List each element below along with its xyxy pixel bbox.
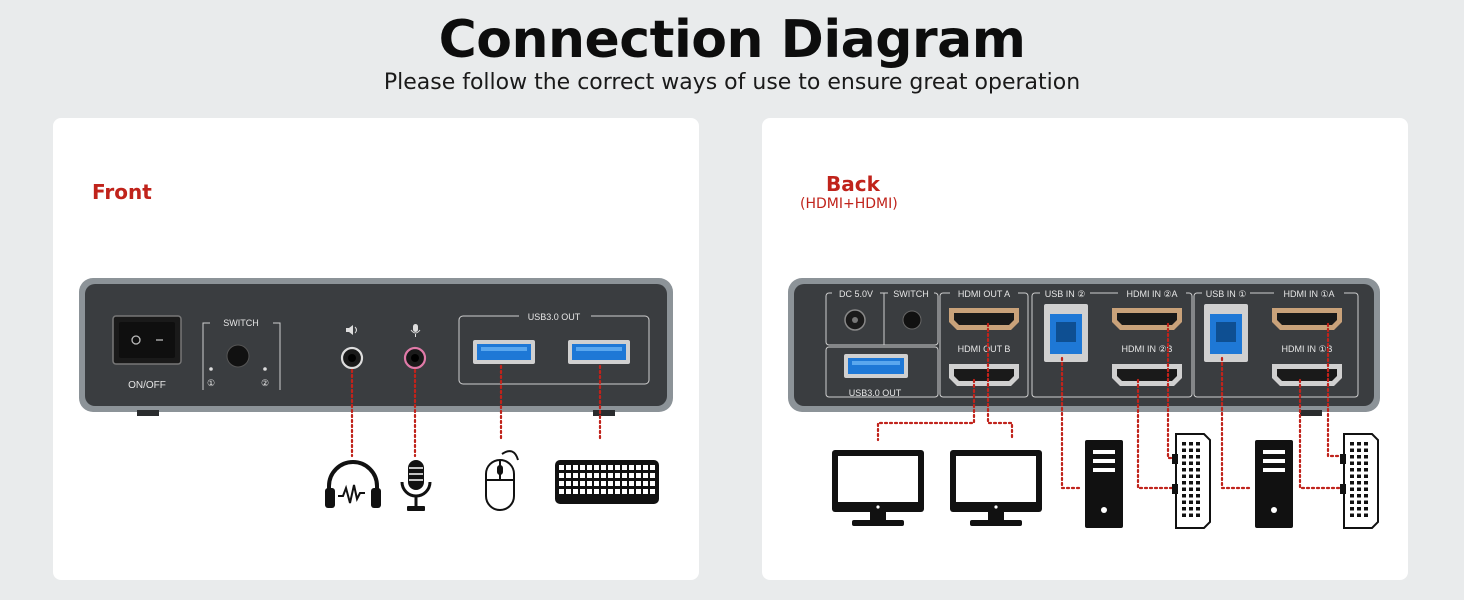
switch-1-label: ① (207, 378, 215, 388)
back-sublabel: (HDMI+HDMI) (800, 196, 898, 212)
power-rocker-switch[interactable] (112, 315, 182, 365)
mouse-icon (485, 450, 519, 511)
switch-label: SWITCH (223, 318, 259, 328)
page-subtitle: Please follow the correct ways of use to… (383, 70, 1081, 95)
page-title: Connection Diagram (438, 10, 1026, 70)
back-panel: Back (HDMI+HDMI) DC 5.0V SWITCH USB3.0 O… (762, 118, 1408, 580)
usb-in-1-to-pc1-line (1220, 356, 1254, 490)
back-switch-label: SWITCH (893, 289, 929, 299)
hdmi-in-1b-port[interactable] (1272, 364, 1342, 386)
pc-tower-icon (1085, 440, 1123, 528)
hdmi-out-a-to-monitor-2-line (986, 322, 1014, 442)
hdmi-in-1b-to-gpu1-line (1298, 378, 1352, 490)
dc-switch-frame (825, 292, 939, 346)
usb-in-2-port[interactable] (1044, 304, 1088, 362)
usb-port-1[interactable] (473, 340, 535, 364)
hdmi-in-2b-to-gpu2-line (1136, 378, 1184, 490)
back-label: Back (826, 172, 880, 196)
microphone-jack[interactable] (403, 346, 427, 370)
hdmi-in-2a-port[interactable] (1112, 308, 1182, 330)
monitor-icon (950, 450, 1042, 526)
usb-port-2[interactable] (568, 340, 630, 364)
front-label: Front (92, 180, 152, 204)
on-off-label: ON/OFF (128, 380, 166, 391)
switch-button[interactable] (226, 344, 250, 368)
usb-in-1-label: USB IN ① (1206, 289, 1247, 299)
hdmi-out-a-port[interactable] (949, 308, 1019, 330)
switch-group-frame (202, 322, 281, 390)
hdmi-in-1a-label: HDMI IN ①A (1283, 289, 1334, 299)
mic-label-icon (410, 324, 421, 337)
keyboard-icon (555, 460, 659, 504)
hdmi-in-1a-port[interactable] (1272, 308, 1342, 330)
back-switch-button[interactable] (902, 310, 922, 330)
headphones-icon (325, 460, 381, 508)
dc-power-port[interactable] (844, 309, 866, 331)
hdmi-in-1b-label: HDMI IN ①B (1281, 344, 1332, 354)
usb-in-2-label: USB IN ② (1045, 289, 1086, 299)
front-panel: Front ON/OFF SWITCH ① ② (53, 118, 699, 580)
back-usb-port[interactable] (844, 354, 908, 378)
led-1-icon (209, 367, 213, 371)
graphics-card-icon (1340, 433, 1379, 529)
monitor-icon (832, 450, 924, 526)
usb-out-label: USB3.0 OUT (528, 312, 581, 322)
usb-in-2-to-pc2-line (1060, 356, 1084, 490)
back-usb-out-frame (825, 346, 939, 398)
switch-2-label: ② (261, 378, 269, 388)
graphics-card-icon (1172, 433, 1211, 529)
hdmi-in-2a-label: HDMI IN ②A (1126, 289, 1177, 299)
hdmi-in-2a-to-gpu2-line (1166, 322, 1184, 460)
back-diagram: DC 5.0V SWITCH USB3.0 OUT HDMI OUT A HDM… (788, 278, 1380, 529)
usb-in-1-port[interactable] (1204, 304, 1248, 362)
pc2-frame (1031, 292, 1193, 398)
pc-tower-icon (1255, 440, 1293, 528)
hdmi-in-2b-port[interactable] (1112, 364, 1182, 386)
headphone-jack[interactable] (340, 346, 364, 370)
hdmi-out-b-port[interactable] (949, 364, 1019, 386)
microphone-icon (400, 460, 432, 511)
hdmi-out-b-label: HDMI OUT B (958, 344, 1011, 354)
back-usb-out-label: USB3.0 OUT (849, 388, 902, 398)
hdmi-in-2b-label: HDMI IN ②B (1121, 344, 1172, 354)
speaker-icon (346, 325, 357, 335)
led-2-icon (263, 367, 267, 371)
hdmi-out-a-label: HDMI OUT A (958, 289, 1010, 299)
front-diagram: ON/OFF SWITCH ① ② (79, 278, 673, 511)
dc-label: DC 5.0V (839, 289, 873, 299)
hdmi-out-b-to-monitor-1-line (876, 378, 976, 442)
